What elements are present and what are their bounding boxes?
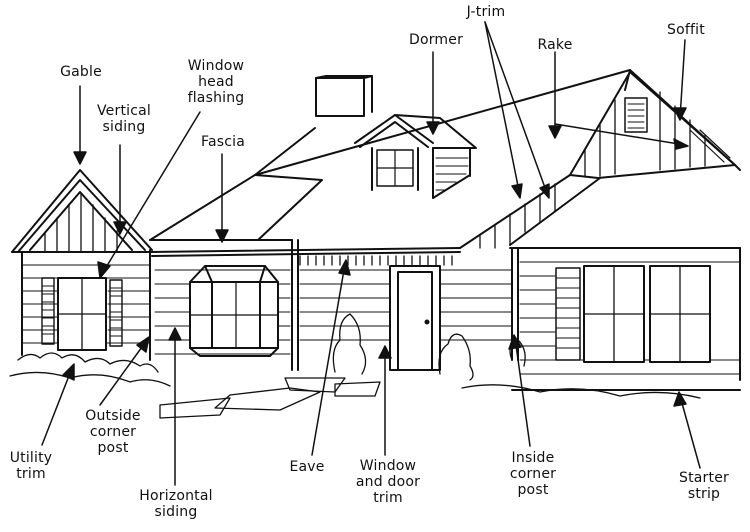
right-gable-vertical-siding bbox=[479, 91, 706, 249]
gable-label: Gable bbox=[60, 64, 102, 80]
right-wing-wall bbox=[511, 247, 741, 391]
bay-window bbox=[189, 265, 279, 357]
left-gable bbox=[11, 169, 153, 253]
window-head-flashing-label: Window head flashing bbox=[187, 58, 245, 106]
outside-corner-post-label: Outside corner post bbox=[85, 408, 141, 456]
dormer-structure bbox=[354, 114, 477, 199]
dormer-siding-lines bbox=[435, 157, 469, 191]
utility-trim-label: Utility trim bbox=[9, 450, 53, 482]
soffit-lines bbox=[689, 129, 731, 163]
j-trim-label: J-trim bbox=[466, 4, 506, 20]
right-gable bbox=[459, 71, 741, 249]
soffit-label: Soffit bbox=[667, 22, 705, 38]
eave-label: Eave bbox=[289, 459, 325, 475]
eave-brackets bbox=[299, 255, 453, 266]
leader-lines bbox=[41, 21, 701, 486]
dormer-label: Dormer bbox=[408, 32, 464, 48]
front-door bbox=[389, 265, 441, 371]
chimney bbox=[315, 75, 373, 117]
window-and-door-trim-label: Window and door trim bbox=[355, 458, 421, 506]
fascia-label: Fascia bbox=[200, 134, 245, 150]
left-wing-wall bbox=[21, 249, 151, 361]
rake-label: Rake bbox=[537, 37, 573, 53]
starter-strip-label: Starter strip bbox=[679, 470, 729, 502]
horizontal-siding-label: Horizontal siding bbox=[139, 488, 213, 520]
vertical-siding-label: Vertical siding bbox=[96, 103, 151, 135]
inside-corner-post-label: Inside corner post bbox=[509, 450, 557, 498]
center-wall bbox=[149, 239, 513, 371]
